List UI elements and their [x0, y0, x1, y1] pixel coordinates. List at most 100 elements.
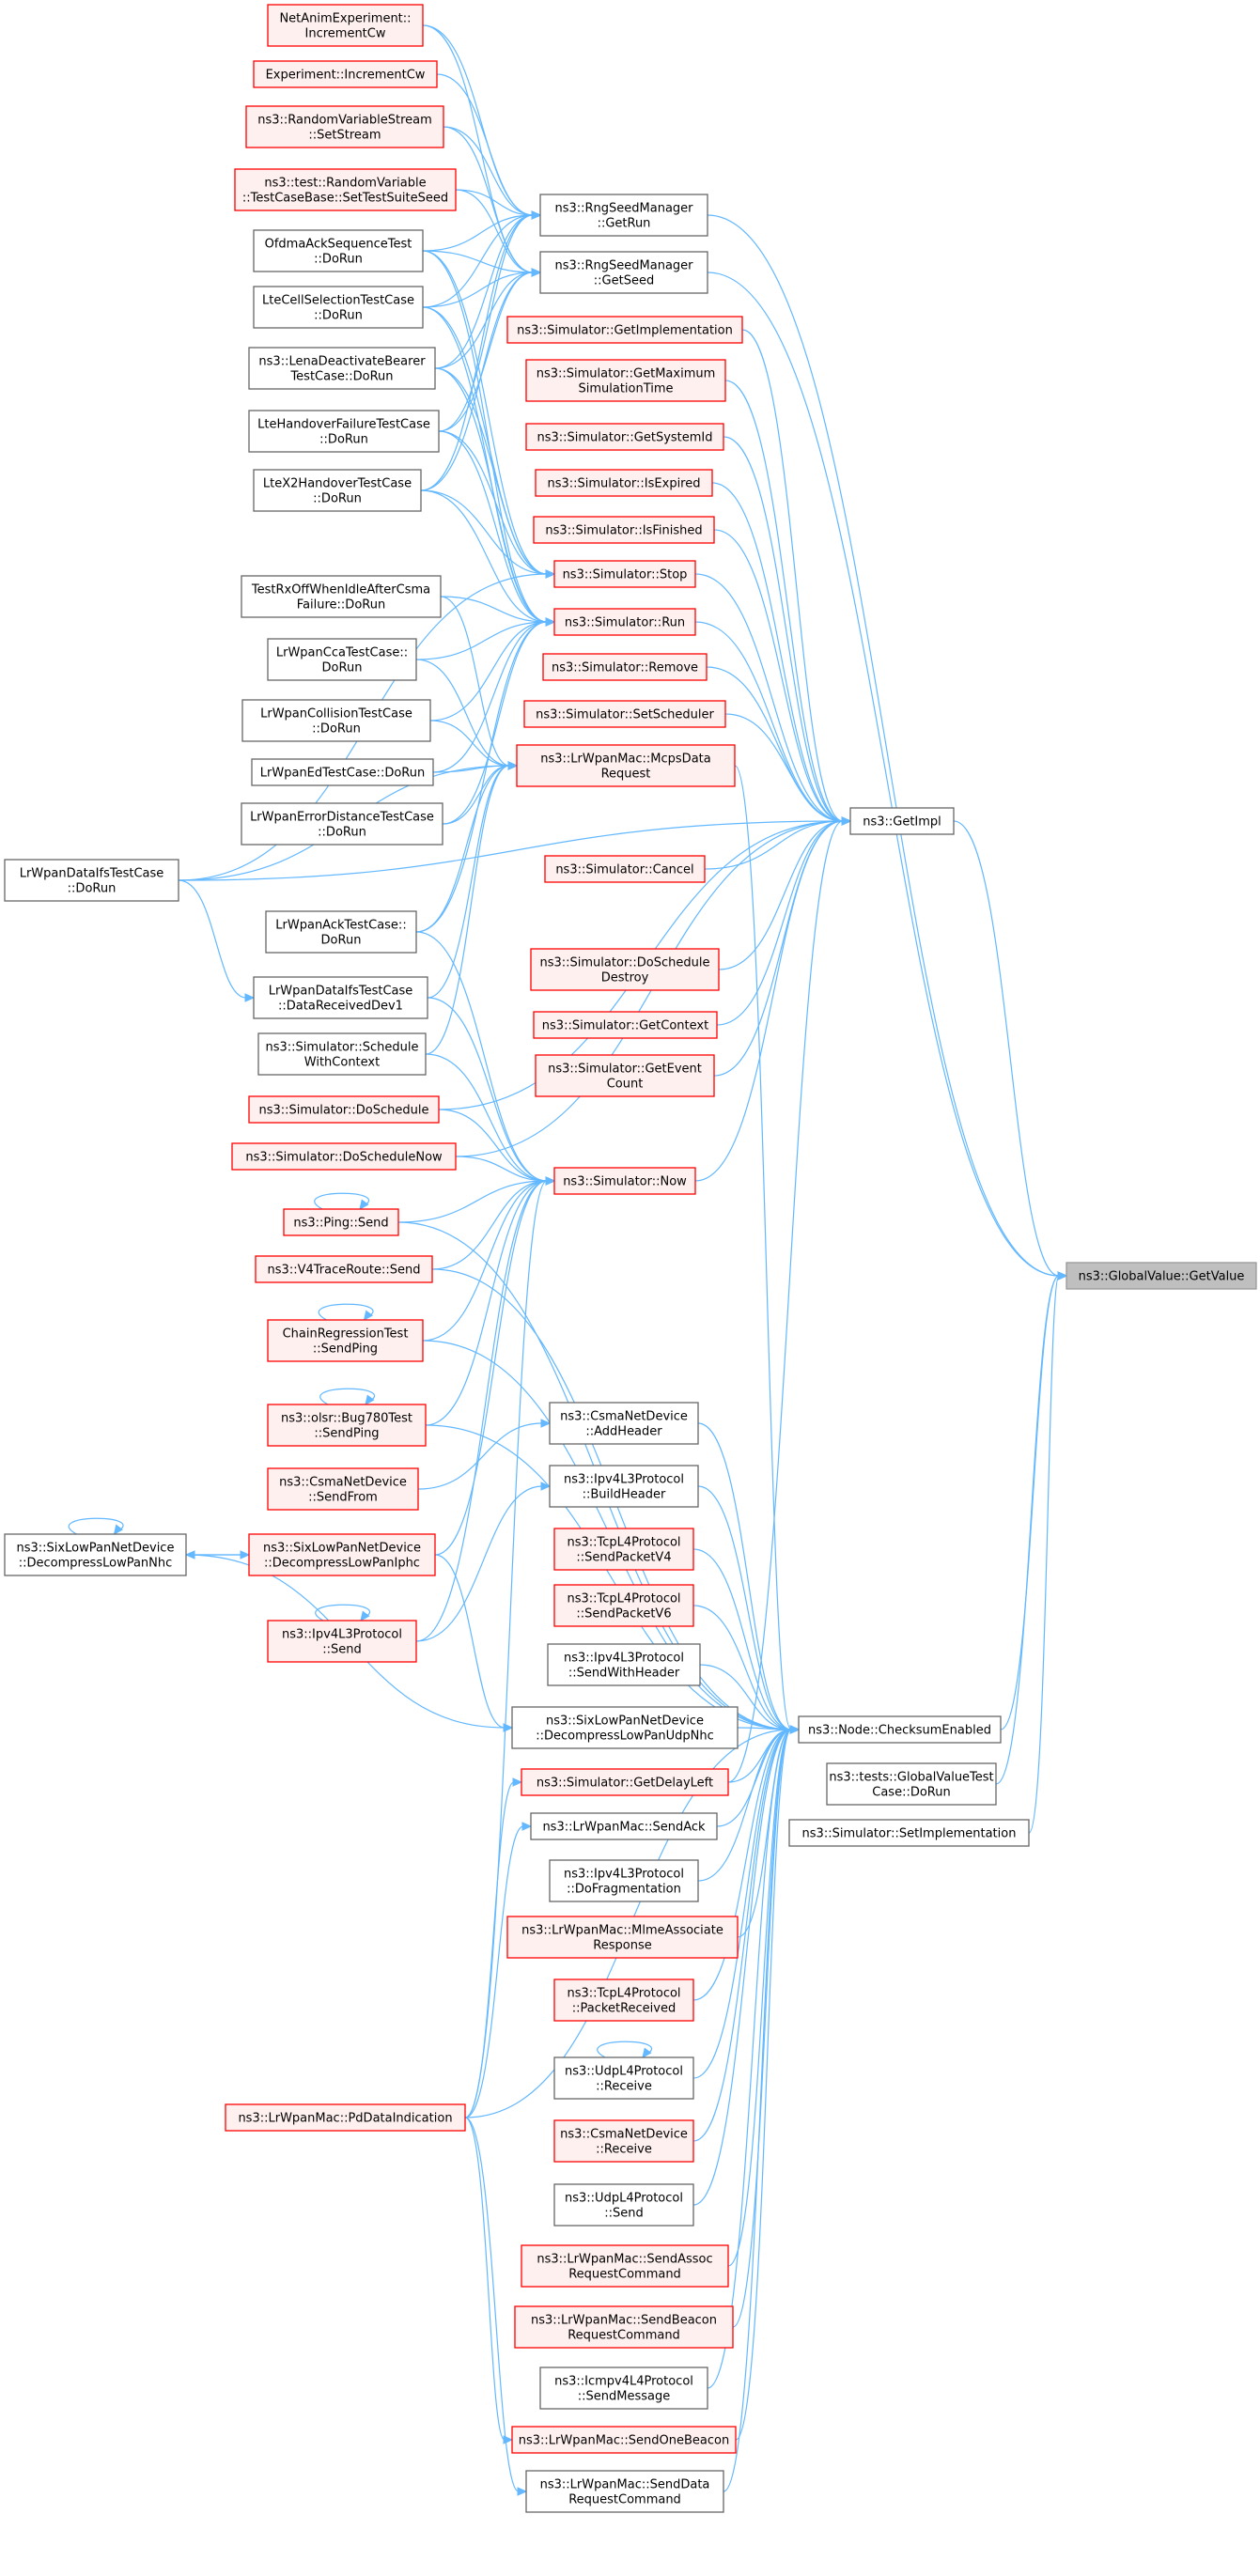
function-node-n9[interactable]: LteX2HandoverTestCase::DoRun: [253, 469, 422, 512]
function-node-root[interactable]: ns3::GlobalValue::GetValue: [1066, 1262, 1257, 1290]
function-node-n64[interactable]: ns3::LrWpanMac::SendOneBeacon: [511, 2426, 737, 2454]
function-node-n57[interactable]: ns3::TcpL4Protocol::PacketReceived: [553, 1979, 694, 2022]
node-box: [506, 316, 743, 344]
function-node-n3[interactable]: ns3::RandomVariableStream::SetStream: [245, 105, 444, 148]
node-label: ns3::TcpL4Protocol: [567, 1987, 680, 2001]
function-node-n21[interactable]: ns3::Ping::Send: [283, 1208, 399, 1236]
node-label: ns3::LrWpanMac::SendOneBeacon: [519, 2434, 729, 2448]
function-node-n35[interactable]: ns3::Simulator::IsExpired: [535, 469, 713, 497]
function-node-n60[interactable]: ns3::UdpL4Protocol::Send: [553, 2183, 694, 2227]
function-node-n1[interactable]: NetAnimExperiment::IncrementCw: [267, 4, 424, 47]
node-label: ns3::SixLowPanNetDevice: [17, 1542, 175, 1556]
function-node-n5[interactable]: OfdmaAckSequenceTest::DoRun: [253, 229, 424, 272]
node-label: ::DecompressLowPanNhc: [19, 1557, 173, 1571]
call-edge: [429, 720, 519, 770]
node-label: Experiment::IncrementCw: [266, 69, 426, 83]
node-box: [283, 1208, 399, 1236]
function-node-n38[interactable]: ns3::Simulator::Run: [553, 608, 696, 636]
function-node-n27[interactable]: ns3::SixLowPanNetDevice::DecompressLowPa…: [248, 1533, 436, 1576]
function-node-n42[interactable]: ns3::Simulator::Cancel: [544, 855, 706, 883]
node-label: ns3::Simulator::Remove: [552, 661, 698, 675]
node-label: ::DecompressLowPanIphc: [264, 1557, 420, 1571]
function-node-n14[interactable]: LrWpanErrorDistanceTestCase::DoRun: [241, 802, 443, 846]
call-edge: [741, 329, 852, 826]
node-box: [533, 516, 715, 544]
function-node-n69[interactable]: ns3::Simulator::SetImplementation: [788, 1819, 1030, 1847]
function-node-n26[interactable]: ns3::SixLowPanNetDevice::DecompressLowPa…: [4, 1533, 187, 1576]
function-node-n25[interactable]: ns3::CsmaNetDevice::SendFrom: [267, 1467, 419, 1511]
function-node-n17[interactable]: LrWpanDataIfsTestCase::DataReceivedDev1: [253, 976, 428, 1019]
function-node-n63[interactable]: ns3::Icmpv4L4Protocol::SendMessage: [539, 2367, 708, 2410]
function-node-n4[interactable]: ns3::test::RandomVariable::TestCaseBase:…: [234, 168, 457, 211]
function-node-n11[interactable]: LrWpanCcaTestCase::DoRun: [267, 638, 417, 681]
node-label: ::DecompressLowPanUdpNhc: [536, 1730, 714, 1744]
function-node-n66[interactable]: ns3::GetImpl: [849, 807, 955, 835]
node-label: ns3::Simulator::SetScheduler: [536, 708, 714, 722]
node-box: [248, 347, 436, 390]
function-node-n20[interactable]: ns3::Simulator::DoScheduleNow: [231, 1142, 457, 1171]
function-node-n49[interactable]: ns3::TcpL4Protocol::SendPacketV4: [553, 1528, 694, 1571]
call-edge: [422, 306, 556, 627]
function-node-n50[interactable]: ns3::TcpL4Protocol::SendPacketV6: [553, 1584, 694, 1627]
node-label: ns3::Simulator::DoSchedule: [539, 956, 709, 970]
function-node-n54[interactable]: ns3::LrWpanMac::SendAck: [530, 1812, 718, 1840]
function-node-n30[interactable]: ns3::RngSeedManager::GetRun: [539, 194, 708, 237]
function-node-n13[interactable]: LrWpanEdTestCase::DoRun: [251, 758, 434, 786]
function-node-n40[interactable]: ns3::Simulator::SetScheduler: [523, 700, 726, 728]
function-node-n46[interactable]: ns3::Simulator::Now: [553, 1167, 696, 1195]
function-node-n37[interactable]: ns3::Simulator::Stop: [553, 560, 696, 588]
node-label: ::GetRun: [598, 217, 651, 231]
function-node-n67[interactable]: ns3::Node::ChecksumEnabled: [798, 1715, 1002, 1744]
function-node-n24[interactable]: ns3::olsr::Bug780Test::SendPing: [267, 1404, 427, 1447]
function-node-n31[interactable]: ns3::RngSeedManager::GetSeed: [539, 251, 708, 294]
node-label: ns3::Simulator::Cancel: [555, 863, 693, 877]
node-box: [549, 1859, 699, 1902]
function-node-n12[interactable]: LrWpanCollisionTestCase::DoRun: [241, 699, 431, 742]
function-node-n51[interactable]: ns3::Ipv4L3Protocol::SendWithHeader: [547, 1643, 701, 1686]
node-label: ::Send: [322, 1643, 362, 1657]
function-node-n36[interactable]: ns3::Simulator::IsFinished: [533, 516, 715, 544]
call-edge: [464, 2117, 528, 2496]
function-node-n23[interactable]: ChainRegressionTest::SendPing: [267, 1319, 424, 1362]
function-node-n19[interactable]: ns3::Simulator::DoSchedule: [248, 1095, 440, 1124]
function-node-n58[interactable]: ns3::UdpL4Protocol::Receive: [553, 2056, 694, 2100]
function-node-n59[interactable]: ns3::CsmaNetDevice::Receive: [553, 2119, 694, 2163]
function-node-n52[interactable]: ns3::SixLowPanNetDevice::DecompressLowPa…: [511, 1706, 739, 1749]
function-node-n39[interactable]: ns3::Simulator::Remove: [542, 653, 708, 681]
call-edge: [434, 1554, 514, 1732]
function-node-n16[interactable]: LrWpanAckTestCase::DoRun: [265, 910, 417, 954]
function-node-n6[interactable]: LteCellSelectionTestCase::DoRun: [253, 286, 424, 329]
function-node-n8[interactable]: LteHandoverFailureTestCase::DoRun: [248, 410, 440, 453]
function-node-n34[interactable]: ns3::Simulator::GetSystemId: [525, 423, 724, 451]
function-node-n32[interactable]: ns3::Simulator::GetImplementation: [506, 316, 743, 344]
function-node-n44[interactable]: ns3::Simulator::GetContext: [533, 1011, 718, 1039]
function-node-n29[interactable]: ns3::LrWpanMac::PdDataIndication: [225, 2103, 466, 2132]
function-node-n22[interactable]: ns3::V4TraceRoute::Send: [255, 1255, 433, 1283]
function-node-n48[interactable]: ns3::Ipv4L3Protocol::BuildHeader: [549, 1465, 699, 1508]
node-label: Failure::DoRun: [297, 598, 385, 613]
call-edge: [431, 1176, 556, 1270]
function-node-n47[interactable]: ns3::CsmaNetDevice::AddHeader: [549, 1402, 699, 1445]
node-box: [241, 575, 442, 618]
function-node-n15[interactable]: LrWpanDataIfsTestCase::DoRun: [4, 859, 179, 902]
node-box: [234, 168, 457, 211]
function-node-n53[interactable]: ns3::Simulator::GetDelayLeft: [521, 1768, 729, 1796]
function-node-n2[interactable]: Experiment::IncrementCw: [253, 60, 438, 88]
node-box: [511, 1706, 739, 1749]
function-node-n28[interactable]: ns3::Ipv4L3Protocol::Send: [267, 1620, 417, 1663]
function-node-n55[interactable]: ns3::Ipv4L3Protocol::DoFragmentation: [549, 1859, 699, 1902]
node-label: ::TestCaseBase::SetTestSuiteSeed: [242, 192, 448, 206]
